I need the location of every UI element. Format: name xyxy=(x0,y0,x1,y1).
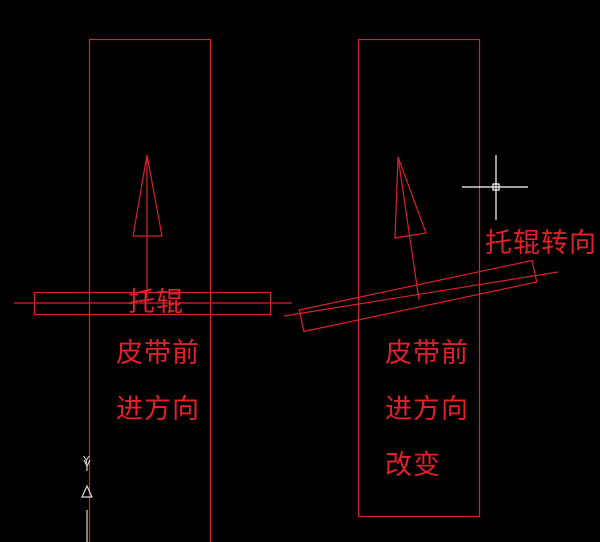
right-roller-label: 托辊转向 xyxy=(485,228,597,259)
left-direction-text-line2: 进方向 xyxy=(116,394,200,425)
right-direction-text-line3: 改变 xyxy=(385,450,441,481)
right-direction-text-line2: 进方向 xyxy=(385,394,469,425)
left-roller-label: 托辊 xyxy=(128,287,184,318)
right-belt-outline xyxy=(357,38,481,518)
turned-roller xyxy=(298,259,538,333)
ucs-icon xyxy=(81,459,93,542)
turned-roller-centerline xyxy=(283,271,559,317)
right-direction-arrow-shaft xyxy=(397,156,420,301)
right-direction-text-line1: 皮带前 xyxy=(385,338,469,369)
ucs-y-axis-label: Y xyxy=(83,454,91,467)
crosshair-cursor xyxy=(462,155,528,220)
left-direction-text-line1: 皮带前 xyxy=(116,338,200,369)
right-direction-arrowhead xyxy=(394,156,427,239)
